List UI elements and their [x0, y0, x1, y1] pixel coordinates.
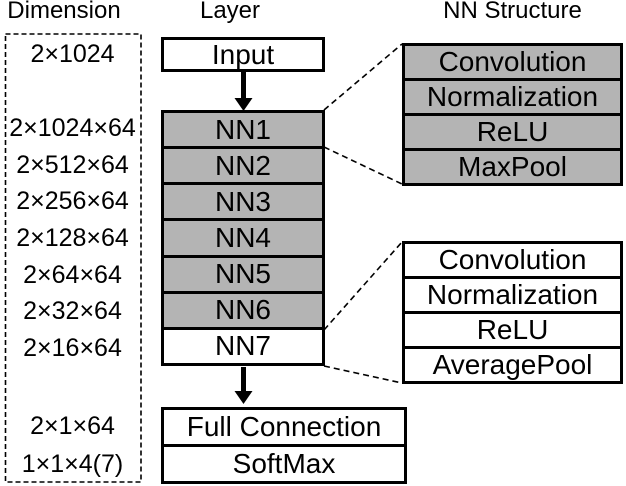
structure-row-relu-white: ReLU: [405, 311, 620, 346]
input-to-nn1-arrow: [234, 72, 253, 111]
nn7-to-fc-arrow: [234, 367, 253, 404]
nn-block-stack: NN1 NN2 NN3 NN4 NN5 NN6 NN7: [161, 110, 325, 366]
layer-box-nn6: NN6: [164, 290, 322, 327]
dimension-value-nn1: 2×1024×64: [9, 114, 136, 142]
structure-row-convolution-gray: Convolution: [405, 46, 620, 78]
dimension-value-input: 2×1024: [30, 40, 115, 68]
nn1-structure-connector-top: [323, 43, 403, 111]
nn7-structure-connector-top: [323, 241, 403, 331]
dimension-value-nn2: 2×512×64: [16, 151, 129, 179]
layer-box-nn2: NN2: [164, 146, 322, 183]
dimension-value-nn6: 2×32×64: [23, 297, 122, 325]
structure-row-convolution-white: Convolution: [405, 244, 620, 276]
nn1-structure-connector-bottom: [323, 146, 403, 185]
dimension-value-nn7: 2×16×64: [23, 334, 122, 362]
dimension-value-nn5: 2×64×64: [23, 261, 122, 289]
nn-structure-column-header: NN Structure: [443, 0, 582, 24]
structure-row-normalization-white: Normalization: [405, 276, 620, 311]
dimension-value-softmax: 1×1×4(7): [21, 450, 124, 478]
layer-box-input: Input: [161, 37, 325, 72]
nn-structure-block-white: Convolution Normalization ReLU AveragePo…: [402, 241, 623, 384]
layer-box-full-connection: Full Connection: [164, 410, 404, 444]
layer-column-header: Layer: [199, 0, 261, 24]
structure-row-relu-gray: ReLU: [405, 113, 620, 148]
structure-row-averagepool: AveragePool: [405, 346, 620, 381]
layer-box-nn4: NN4: [164, 218, 322, 255]
layer-box-nn7: NN7: [164, 326, 322, 363]
output-block-stack: Full Connection SoftMax: [161, 407, 407, 484]
layer-box-softmax: SoftMax: [164, 444, 404, 481]
structure-row-maxpool: MaxPool: [405, 148, 620, 183]
dimension-column-header: Dimension: [7, 0, 121, 24]
nn-structure-block-gray: Convolution Normalization ReLU MaxPool: [402, 43, 623, 186]
dimension-value-nn4: 2×128×64: [16, 224, 129, 252]
structure-row-normalization-gray: Normalization: [405, 78, 620, 113]
layer-box-nn3: NN3: [164, 182, 322, 219]
dimension-value-nn3: 2×256×64: [16, 187, 129, 215]
layer-box-nn1: NN1: [164, 113, 322, 147]
nn7-structure-connector-bottom: [323, 365, 403, 384]
dimension-value-fc: 2×1×64: [30, 412, 115, 440]
layer-box-nn5: NN5: [164, 254, 322, 291]
dimension-dashed-border: [4, 33, 142, 483]
